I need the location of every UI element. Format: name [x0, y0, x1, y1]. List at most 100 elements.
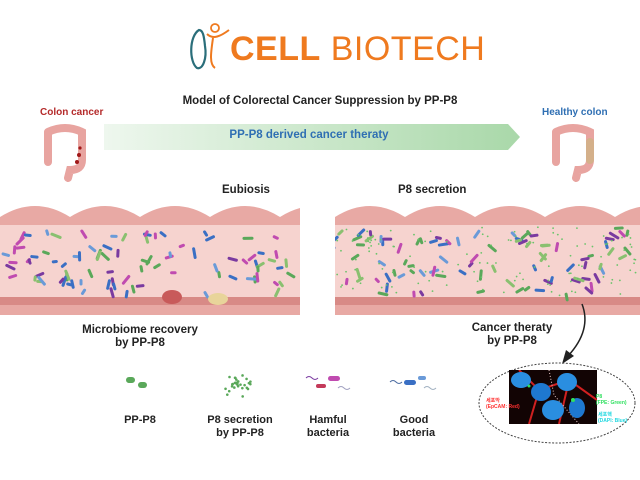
- p8-particle: [341, 284, 343, 287]
- p8-particle: [429, 230, 432, 233]
- p8-particle: [547, 265, 550, 268]
- bacterium: [170, 271, 177, 275]
- p8-particle: [610, 239, 613, 242]
- therapy-arrow-label: PP-P8 derived cancer theraty: [229, 129, 389, 141]
- healthy-colon-label: Healthy colon: [542, 107, 608, 118]
- p8-particle: [536, 226, 539, 229]
- legend-label: by PP-P8: [216, 427, 264, 439]
- eubiosis-tissue-illustration: [0, 206, 300, 315]
- bacterium: [77, 251, 82, 262]
- p8-particle: [495, 262, 497, 264]
- p8-particle: [526, 242, 528, 245]
- p8-dot: [249, 382, 252, 386]
- bacterium: [418, 269, 426, 277]
- p8-particle: [476, 280, 479, 283]
- bacterium: [88, 245, 97, 253]
- p8-particle: [368, 250, 371, 253]
- p8-particle: [606, 242, 609, 245]
- p8-particle: [359, 282, 362, 285]
- bacterium: [33, 275, 37, 282]
- pointer-arrow-icon: [562, 303, 586, 364]
- p8-particle: [370, 239, 373, 242]
- p8-particle: [552, 231, 555, 234]
- bacterium: [274, 287, 281, 298]
- p8-dot: [231, 383, 234, 386]
- legend-good-bacteria: Good bacteria: [384, 414, 444, 440]
- bacterium: [570, 278, 581, 284]
- p8-particle: [385, 284, 388, 286]
- legend-harmful-bacteria: Hamful bacteria: [298, 414, 358, 440]
- p8-particle: [611, 278, 614, 281]
- p8-dot: [241, 386, 244, 390]
- p8-particle: [547, 279, 550, 282]
- p8-particle: [395, 291, 398, 294]
- bacterium: [407, 264, 415, 268]
- bacterium: [95, 250, 102, 261]
- legend-label: P8 secretion: [207, 414, 273, 426]
- p8-particle: [549, 284, 552, 286]
- bacterium: [515, 287, 525, 294]
- bacterium: [384, 272, 392, 283]
- bacterium: [589, 281, 594, 293]
- bacterium: [153, 263, 161, 270]
- p8-particle: [533, 266, 536, 268]
- p8-particle: [340, 249, 342, 252]
- bacterium: [618, 254, 627, 261]
- p8-dot: [243, 383, 246, 387]
- p8-particle: [610, 282, 613, 284]
- bacterium: [543, 278, 553, 285]
- bacterium: [267, 258, 277, 263]
- bacterium: [12, 245, 17, 255]
- bacterium: [377, 260, 386, 267]
- bacterium: [573, 276, 585, 283]
- p8-particle: [480, 251, 483, 254]
- bacterium: [623, 246, 632, 256]
- bacterium: [80, 288, 87, 295]
- polyp: [208, 293, 228, 305]
- p8-dot: [233, 381, 237, 385]
- p8-particle: [389, 229, 392, 232]
- p8-particle: [570, 290, 573, 293]
- p8-particle: [574, 291, 577, 294]
- p8-particle: [569, 272, 572, 275]
- p8-particle: [584, 243, 587, 245]
- nucleus-label: 세포핵 (DAPI: Blue): [598, 412, 627, 424]
- nucleus-label-line: (DAPI: Blue): [598, 418, 628, 424]
- bacterium: [70, 279, 75, 289]
- p8-particle: [413, 233, 415, 236]
- bacterium: [130, 284, 136, 294]
- bacterium: [538, 252, 547, 261]
- bacterium: [554, 242, 560, 253]
- bacterium: [23, 233, 32, 237]
- p8-particle: [392, 245, 395, 248]
- bacterium: [45, 229, 50, 236]
- bacterium: [58, 277, 65, 284]
- p8-label-line: P8: [596, 394, 603, 400]
- tissue-lining: [335, 297, 640, 305]
- bacterium: [135, 284, 145, 288]
- p8-particle: [577, 264, 580, 267]
- p8-particle: [602, 276, 605, 278]
- bacterium: [203, 291, 209, 299]
- bacterium: [468, 261, 474, 268]
- p8-dot: [245, 386, 249, 390]
- p8-particle: [502, 291, 505, 294]
- bacterium: [124, 289, 129, 299]
- p8-particle: [345, 228, 348, 231]
- bacterium: [476, 289, 485, 294]
- bacterium: [61, 275, 68, 287]
- p8-particle: [424, 270, 427, 273]
- p8-dot: [236, 382, 239, 386]
- caption-line: by PP-P8: [115, 337, 165, 349]
- bacterium: [37, 275, 46, 286]
- bacterium: [435, 273, 447, 278]
- bacterium: [203, 230, 209, 237]
- bacterium: [116, 248, 120, 258]
- p8-particle: [366, 230, 369, 233]
- p8-dot: [230, 385, 234, 388]
- membrane-label-line: 세포막: [486, 398, 500, 404]
- bacterium: [403, 259, 408, 266]
- bacterium: [613, 226, 624, 230]
- p8-dot: [224, 387, 227, 391]
- bacterium: [274, 250, 279, 259]
